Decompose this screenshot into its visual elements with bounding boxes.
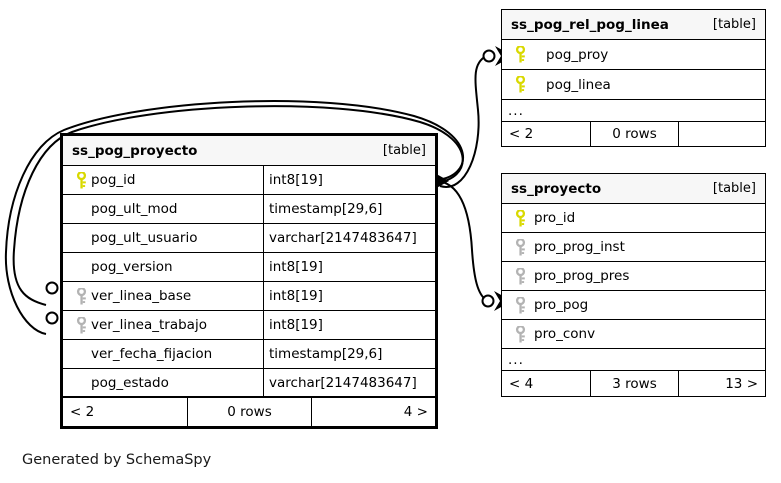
column-name-cell: pro_id bbox=[502, 204, 765, 232]
table-footer: < 4 3 rows 13 > bbox=[502, 371, 765, 396]
footer-parents-count[interactable]: < 2 bbox=[70, 404, 95, 420]
yellow-key-icon bbox=[510, 46, 530, 63]
footer-parents-count[interactable]: < 2 bbox=[509, 126, 534, 142]
column-row-ver_linea_base[interactable]: ver_linea_base int8[19] bbox=[63, 282, 435, 311]
table-footer: < 2 0 rows bbox=[502, 122, 765, 146]
column-label: pog_version bbox=[91, 259, 173, 275]
column-row-pro_pog[interactable]: pro_pog bbox=[502, 291, 765, 320]
table-title: ss_pog_rel_pog_linea bbox=[511, 16, 669, 33]
column-name-cell: pog_estado bbox=[63, 369, 263, 396]
column-label: pro_prog_inst bbox=[534, 239, 625, 255]
column-type: int8[19] bbox=[263, 282, 435, 310]
column-row-pog_ult_usuario[interactable]: pog_ult_usuario varchar[2147483647] bbox=[63, 224, 435, 253]
column-name-cell: pog_version bbox=[63, 253, 263, 281]
table-header: ss_proyecto [table] bbox=[502, 174, 765, 204]
gray-key-icon bbox=[71, 316, 91, 334]
column-label: pog_linea bbox=[546, 76, 611, 93]
diagram-caption: Generated by SchemaSpy bbox=[22, 452, 212, 468]
column-row-pro_prog_pres[interactable]: pro_prog_pres bbox=[502, 262, 765, 291]
gray-key-icon bbox=[510, 325, 530, 343]
column-label: ver_fecha_fijacion bbox=[91, 346, 213, 362]
column-label: pog_ult_usuario bbox=[91, 230, 198, 246]
footer-children-count[interactable] bbox=[678, 122, 765, 146]
column-label: pog_id bbox=[91, 172, 136, 188]
column-name-cell: pro_conv bbox=[502, 320, 765, 348]
column-name-cell: ver_linea_base bbox=[63, 282, 263, 310]
edge-zero-marker bbox=[45, 311, 59, 325]
edge-pogid-to-propog bbox=[436, 180, 487, 301]
footer-row-count: 3 rows bbox=[590, 371, 678, 396]
table-type-tag: [table] bbox=[712, 181, 756, 196]
column-name-cell: pog_ult_mod bbox=[63, 195, 263, 223]
column-row-ver_linea_trabajo[interactable]: ver_linea_trabajo int8[19] bbox=[63, 311, 435, 340]
footer-children-count[interactable]: 4 > bbox=[311, 398, 435, 426]
column-label: pro_id bbox=[534, 210, 576, 226]
column-row-pog_ult_mod[interactable]: pog_ult_mod timestamp[29,6] bbox=[63, 195, 435, 224]
column-row-pro_conv[interactable]: pro_conv bbox=[502, 320, 765, 349]
column-name-cell: ver_linea_trabajo bbox=[63, 311, 263, 339]
column-name-cell: pog_id bbox=[63, 166, 263, 194]
table-header: ss_pog_rel_pog_linea [table] bbox=[502, 10, 765, 40]
column-type: varchar[2147483647] bbox=[263, 224, 435, 252]
column-name-cell: pro_pog bbox=[502, 291, 765, 319]
column-name-cell: pog_ult_usuario bbox=[63, 224, 263, 252]
column-row-pog_id[interactable]: pog_id int8[19] bbox=[63, 166, 435, 195]
column-row-pog_estado[interactable]: pog_estado varchar[2147483647] bbox=[63, 369, 435, 398]
column-label: pro_conv bbox=[534, 326, 596, 342]
more-columns-ellipsis: ... bbox=[502, 349, 765, 371]
gray-key-icon bbox=[510, 238, 530, 256]
column-row-pog_proy[interactable]: pog_proy bbox=[502, 40, 765, 70]
table-ss_pog_proyecto[interactable]: ss_pog_proyecto [table] pog_id int8[19] bbox=[60, 133, 438, 429]
column-type: int8[19] bbox=[263, 253, 435, 281]
table-footer: < 2 0 rows 4 > bbox=[63, 398, 435, 426]
yellow-key-icon bbox=[510, 76, 530, 93]
more-columns-ellipsis: ... bbox=[502, 100, 765, 122]
column-row-ver_fecha_fijacion[interactable]: ver_fecha_fijacion timestamp[29,6] bbox=[63, 340, 435, 369]
column-row-pro_id[interactable]: pro_id bbox=[502, 204, 765, 233]
column-type: varchar[2147483647] bbox=[263, 369, 435, 396]
column-label: pro_pog bbox=[534, 297, 589, 313]
column-label: ver_linea_trabajo bbox=[91, 317, 207, 333]
yellow-key-icon bbox=[71, 171, 91, 189]
column-label: pog_ult_mod bbox=[91, 201, 178, 217]
table-ss_pog_rel_pog_linea[interactable]: ss_pog_rel_pog_linea [table] pog_proy bbox=[501, 9, 766, 147]
table-ss_proyecto[interactable]: ss_proyecto [table] pro_id bbox=[501, 173, 766, 397]
footer-parents-count[interactable]: < 4 bbox=[509, 375, 534, 392]
column-name-cell: pro_prog_pres bbox=[502, 262, 765, 290]
table-type-tag: [table] bbox=[712, 17, 756, 32]
yellow-key-icon bbox=[510, 209, 530, 227]
gray-key-icon bbox=[71, 287, 91, 305]
edge-proyecto-to-relpoglinea bbox=[439, 55, 487, 188]
edge-zero-marker bbox=[482, 49, 496, 63]
table-header: ss_pog_proyecto [table] bbox=[63, 136, 435, 166]
column-label: pog_proy bbox=[546, 46, 609, 63]
column-type: timestamp[29,6] bbox=[263, 340, 435, 368]
table-type-tag: [table] bbox=[382, 143, 426, 158]
column-row-pro_prog_inst[interactable]: pro_prog_inst bbox=[502, 233, 765, 262]
edge-zero-marker bbox=[481, 294, 495, 308]
column-type: timestamp[29,6] bbox=[263, 195, 435, 223]
column-name-cell: pog_linea bbox=[502, 70, 765, 99]
column-name-cell: pro_prog_inst bbox=[502, 233, 765, 261]
edge-zero-marker bbox=[45, 281, 59, 295]
column-type: int8[19] bbox=[263, 311, 435, 339]
column-label: pog_estado bbox=[91, 374, 169, 391]
column-type: int8[19] bbox=[263, 166, 435, 194]
footer-row-count: 0 rows bbox=[187, 398, 311, 426]
gray-key-icon bbox=[510, 267, 530, 285]
column-name-cell: ver_fecha_fijacion bbox=[63, 340, 263, 368]
column-label: pro_prog_pres bbox=[534, 268, 630, 284]
column-row-pog_linea[interactable]: pog_linea bbox=[502, 70, 765, 100]
table-title: ss_proyecto bbox=[511, 180, 602, 197]
column-row-pog_version[interactable]: pog_version int8[19] bbox=[63, 253, 435, 282]
column-name-cell: pog_proy bbox=[502, 40, 765, 69]
gray-key-icon bbox=[510, 296, 530, 314]
footer-children-count[interactable]: 13 > bbox=[678, 371, 765, 396]
footer-row-count: 0 rows bbox=[590, 122, 678, 146]
column-label: ver_linea_base bbox=[91, 288, 192, 304]
table-title: ss_pog_proyecto bbox=[72, 142, 198, 159]
